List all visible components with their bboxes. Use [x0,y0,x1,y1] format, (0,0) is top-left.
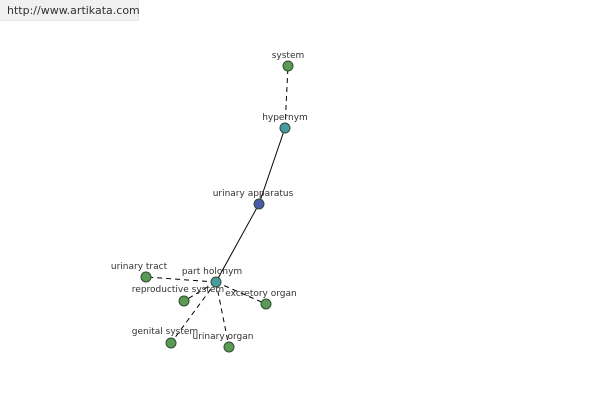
node-hypernym[interactable] [279,122,291,134]
url-banner[interactable]: http://www.artikata.com [0,0,140,21]
labels-layer: system hypernym urinary apparatus part holo… [111,51,308,342]
node-genital-system[interactable] [165,337,177,349]
node-reproductive-system[interactable] [178,295,190,307]
nodes-layer [140,60,294,353]
node-label-system[interactable]: system [272,51,305,61]
node-label-reproductive-system[interactable]: reproductive system [132,285,224,295]
edge-part-holonym-to-urinary-organ [215,281,230,348]
node-label-part-holonym[interactable]: part holonym [182,267,242,277]
url-link[interactable]: http://www.artikata.com [7,4,140,17]
node-label-urinary-apparatus[interactable]: urinary apparatus [213,189,294,199]
node-label-genital-system[interactable]: genital system [132,327,198,337]
node-label-urinary-organ[interactable]: urinary organ [193,332,254,342]
edge-part-holonym-to-excretory-organ [215,281,267,305]
edge-urinary-apparatus-to-part-holonym [215,203,260,283]
node-excretory-organ[interactable] [260,298,272,310]
node-label-hypernym[interactable]: hypernym [262,113,308,123]
edges-layer [145,65,289,348]
node-urinary-tract[interactable] [140,271,152,283]
edge-part-holonym-to-urinary-tract [145,276,217,283]
edge-part-holonym-to-genital-system [170,281,217,344]
edge-part-holonym-to-reproductive-system [183,281,217,302]
node-urinary-organ[interactable] [223,341,235,353]
node-system[interactable] [282,60,294,72]
node-label-urinary-tract[interactable]: urinary tract [111,262,168,272]
edge-hypernym-to-system [284,65,289,129]
edge-urinary-apparatus-to-hypernym [258,127,286,205]
node-part-holonym[interactable] [210,276,222,288]
node-urinary-apparatus[interactable] [253,198,265,210]
node-label-excretory-organ[interactable]: excretory organ [225,289,296,299]
